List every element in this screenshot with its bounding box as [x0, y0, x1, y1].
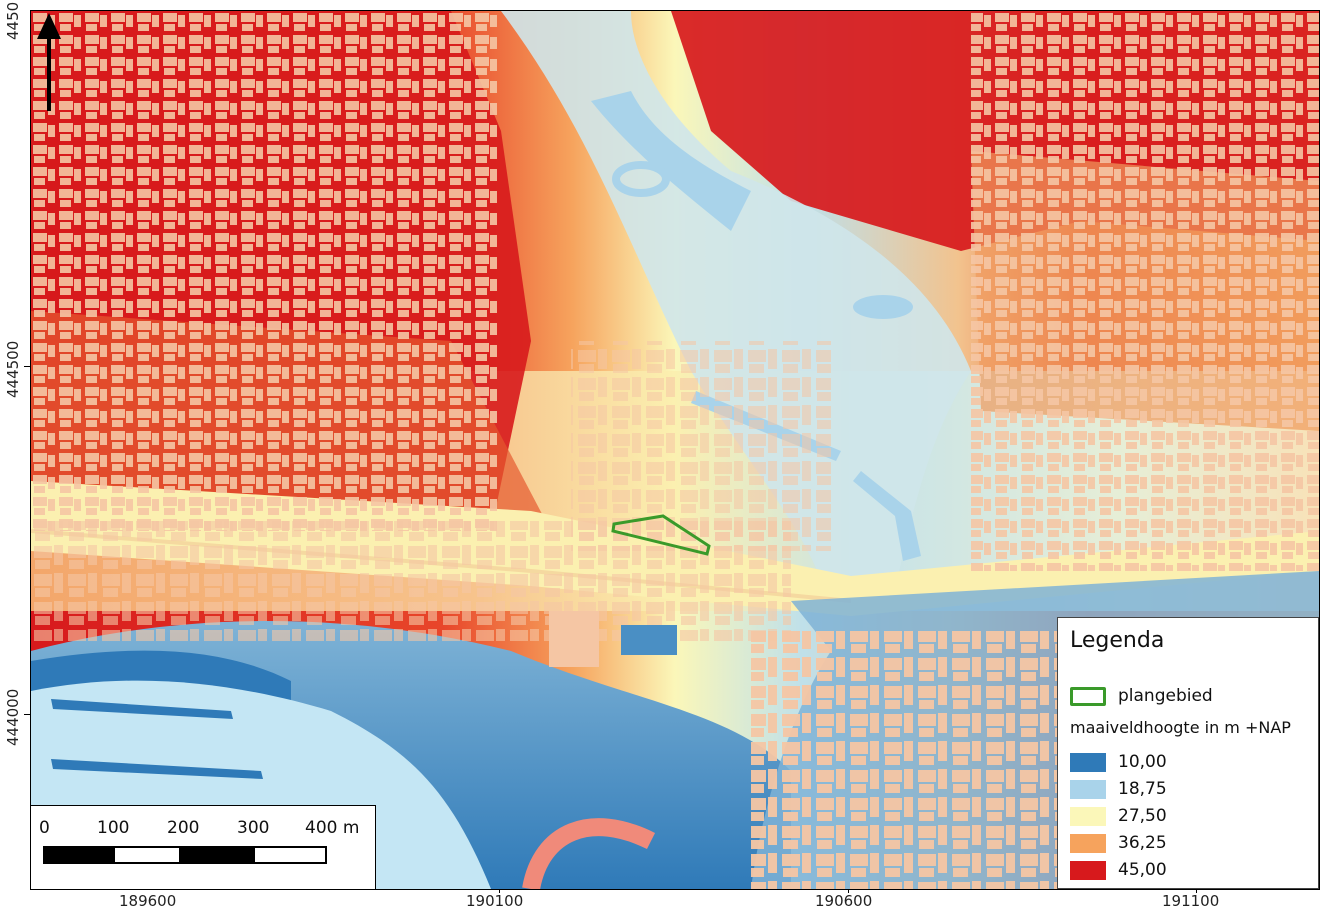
- legend-label-1: 10,00: [1118, 752, 1167, 772]
- scale-seg-2: [115, 848, 180, 862]
- scale-seg-3: [179, 848, 255, 862]
- scale-seg-1: [45, 848, 115, 862]
- legend-label-4: 36,25: [1118, 833, 1167, 853]
- legend-label-2: 18,75: [1118, 779, 1167, 799]
- legend-label-plangebied: plangebied: [1118, 686, 1213, 706]
- y-tick-4450: 4450: [4, 1, 22, 40]
- y-tick-444500: 444500: [4, 340, 22, 398]
- legend-label-5: 45,00: [1118, 860, 1167, 880]
- x-tick-189600: 189600: [119, 892, 177, 910]
- legend-swatch-4: [1070, 833, 1106, 853]
- x-tick-191100: 191100: [1162, 892, 1220, 910]
- legend-row-plangebied: plangebied: [1070, 686, 1213, 706]
- legend-swatch-1: [1070, 752, 1106, 772]
- scale-label-400m: 400 m: [305, 818, 360, 838]
- legend-row-class-3: 27,50: [1070, 806, 1167, 826]
- legend-label-3: 27,50: [1118, 806, 1167, 826]
- x-tick-mark-2: [848, 888, 849, 893]
- legend-title: Legenda: [1070, 628, 1165, 653]
- x-tick-mark-3: [1196, 888, 1197, 893]
- scale-label-200: 200: [167, 818, 200, 838]
- x-tick-190100: 190100: [466, 892, 524, 910]
- legend-swatch-5: [1070, 860, 1106, 880]
- legend-row-class-1: 10,00: [1070, 752, 1167, 772]
- scale-bar: 0 100 200 300 400 m: [31, 805, 376, 889]
- legend-row-class-5: 45,00: [1070, 860, 1167, 880]
- x-tick-190600: 190600: [815, 892, 873, 910]
- y-tick-mark-1: [24, 366, 30, 367]
- legend-row-class-2: 18,75: [1070, 779, 1167, 799]
- legend-swatch-3: [1070, 806, 1106, 826]
- scale-bar-strip: [43, 846, 327, 864]
- y-tick-444000: 444000: [4, 688, 22, 746]
- y-tick-mark-2: [24, 714, 30, 715]
- legend: Legenda plangebied maaiveldhoogte in m +…: [1057, 617, 1319, 889]
- legend-subtitle: maaiveldhoogte in m +NAP: [1070, 718, 1291, 737]
- scale-label-0: 0: [39, 818, 50, 838]
- north-arrow-icon: [37, 13, 61, 111]
- scale-label-100: 100: [97, 818, 130, 838]
- legend-swatch-2: [1070, 779, 1106, 799]
- elevation-map[interactable]: 0 100 200 300 400 m Legenda plangebied m…: [30, 10, 1320, 890]
- plangebied-swatch: [1070, 686, 1106, 706]
- scale-label-300: 300: [237, 818, 270, 838]
- scale-seg-4: [254, 848, 325, 862]
- legend-row-class-4: 36,25: [1070, 833, 1167, 853]
- x-tick-mark-1: [499, 888, 500, 893]
